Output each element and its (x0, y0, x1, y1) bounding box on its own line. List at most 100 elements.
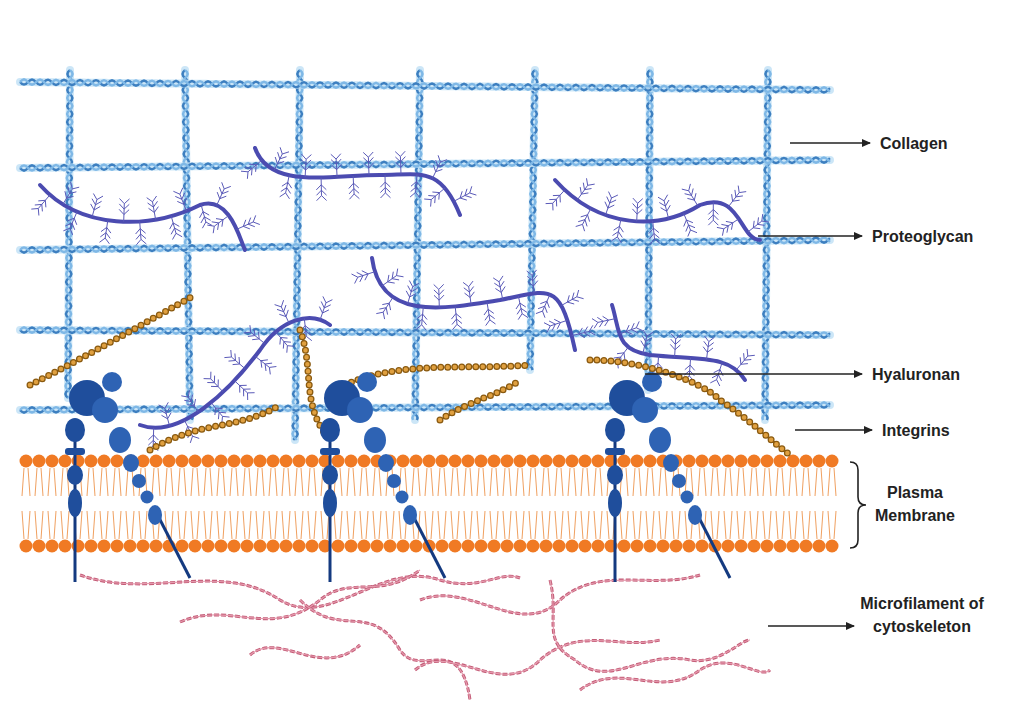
lipid-tail (204, 468, 212, 496)
lipid-head (735, 540, 748, 553)
lipid-head (72, 540, 85, 553)
lipid-head (384, 540, 397, 553)
lipid-tail (282, 511, 290, 539)
lipid-tail (451, 468, 459, 496)
lipid-tail (828, 511, 836, 539)
lipid-head (683, 540, 696, 553)
lipid-head (774, 455, 787, 468)
lipid-head (293, 455, 306, 468)
glycosaminoglycan-branch (207, 216, 229, 234)
integrin-domain (141, 491, 154, 504)
microfilament (80, 575, 520, 608)
lipid-head (644, 540, 657, 553)
lipid-head (644, 455, 657, 468)
lipid-head (176, 455, 189, 468)
lipid-tail (542, 511, 550, 539)
integrin-domain (68, 489, 82, 517)
lipid-head (215, 455, 228, 468)
leader-arrow (758, 235, 862, 237)
lipid-tail (490, 511, 498, 539)
proteoglycan-core (255, 148, 460, 215)
glycosaminoglycan-branch (274, 147, 289, 170)
lipid-tail (529, 468, 537, 496)
glycosaminoglycan-branch (544, 319, 567, 332)
lipid-head (124, 540, 137, 553)
leader-arrow (645, 373, 862, 375)
microfilament (250, 645, 360, 658)
glycosaminoglycan-branch (376, 297, 393, 319)
integrin-domain (396, 491, 409, 504)
lipid-head (462, 455, 475, 468)
lipid-head (579, 540, 592, 553)
glycosaminoglycan-branch (670, 334, 681, 357)
glycosaminoglycan-branch (136, 221, 147, 244)
lipid-head (306, 540, 319, 553)
lipid-head (46, 540, 59, 553)
microfilament-highlight (80, 575, 520, 608)
part-label: Proteoglycan (872, 225, 973, 248)
glycosaminoglycan-branch (173, 188, 186, 211)
lipid-tail (620, 511, 628, 539)
integrin-domain (109, 427, 131, 453)
lipid-head (488, 455, 501, 468)
lipid-tail (230, 468, 238, 496)
lipid-tail (373, 468, 381, 496)
integrin (65, 372, 190, 582)
lipid-tail (776, 511, 784, 539)
lipid-tail (35, 511, 43, 539)
lipid-tail (61, 511, 69, 539)
integrin (320, 372, 445, 582)
lipid-tail (425, 468, 433, 496)
lipid-tail (152, 468, 160, 496)
integrin-domain (605, 418, 625, 442)
collagen-strand (20, 158, 830, 171)
lipid-tail (659, 511, 667, 539)
glycosaminoglycan-branch (736, 349, 755, 370)
glycosaminoglycan-branch (395, 151, 405, 174)
lipid-head (137, 540, 150, 553)
lipid-tail (386, 511, 394, 539)
lipid-tail (360, 468, 368, 496)
integrin-domain (65, 448, 85, 455)
integrin-domain (364, 427, 386, 453)
lipid-tail (516, 511, 524, 539)
lipid-head (150, 540, 163, 553)
lipid-head (592, 455, 605, 468)
integrin-domain (607, 465, 623, 485)
lipid-tail (438, 511, 446, 539)
glycosaminoglycan-branch (63, 212, 77, 235)
glycosaminoglycan-branch (319, 296, 332, 319)
glycosaminoglycan-branch (280, 175, 292, 198)
lipid-tail (308, 468, 316, 496)
glycosaminoglycan-branch (605, 192, 618, 215)
lipid-tail (230, 511, 238, 539)
lipid-head (787, 455, 800, 468)
glycosaminoglycan-branch (237, 215, 260, 229)
lipid-head (98, 455, 111, 468)
lipid-head (358, 455, 371, 468)
lipid-tail (763, 468, 771, 496)
lipid-tail (542, 468, 550, 496)
lipid-head (761, 540, 774, 553)
lipid-tail (698, 468, 706, 496)
lipid-tail (724, 511, 732, 539)
lipid-head (787, 540, 800, 553)
glycosaminoglycan-branch (363, 152, 373, 175)
integrins (65, 372, 730, 582)
integrin-domain (67, 465, 83, 485)
lipid-tail (100, 511, 108, 539)
part-label: Hyaluronan (872, 363, 960, 386)
lipid-tail (360, 511, 368, 539)
part-label: Integrins (882, 419, 950, 442)
glycosaminoglycan-branch (434, 284, 444, 307)
lipid-tail (789, 511, 797, 539)
integrin-domain (378, 454, 394, 472)
lipid-tail (204, 511, 212, 539)
glycosaminoglycan-branch (703, 336, 714, 359)
lipid-tail (347, 468, 355, 496)
collagen-strand (762, 70, 770, 420)
lipid-tail (178, 468, 186, 496)
glycosaminoglycan-branch (493, 276, 505, 300)
glycosaminoglycan-branch (682, 184, 698, 206)
lipid-tail (347, 511, 355, 539)
